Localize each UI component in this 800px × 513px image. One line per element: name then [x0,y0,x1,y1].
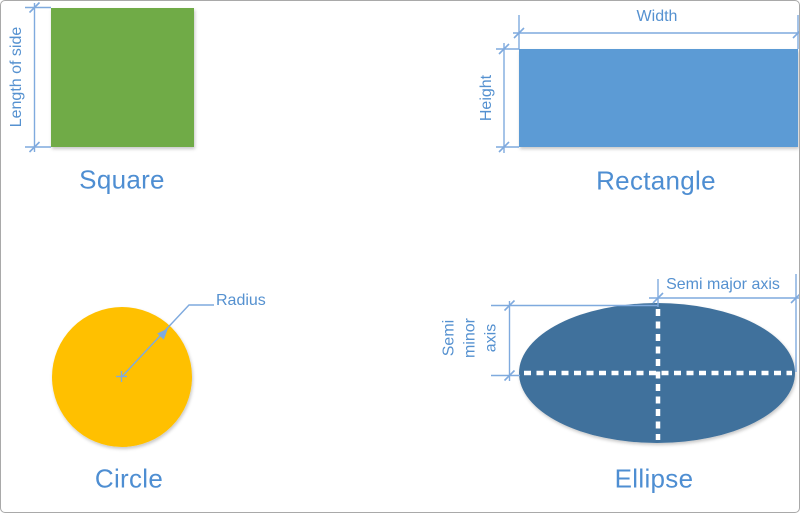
square-figure [25,1,194,153]
square-dimension-tick-bottom [28,141,41,153]
rectangle-label: Rectangle [596,165,716,196]
radius-arrowhead [157,328,168,340]
circle-figure [52,304,214,447]
square-dimension-tick-top [28,1,41,14]
radius-label: Radius [216,292,266,309]
rectangle-width-tick-right [792,30,799,39]
square-label: Square [79,164,165,195]
height-label: Height [478,74,495,122]
circle-label: Circle [94,463,164,494]
ellipse-minor-tick-top [503,299,516,312]
semi-minor-axis-label: Semi minor axis [440,318,500,359]
ellipse-major-tick-left [652,292,664,304]
ellipse-minor-tick-bottom [503,369,516,382]
ellipse-label: Ellipse [614,463,694,494]
rectangle-shape [519,49,798,147]
rectangle-figure [496,15,799,153]
ellipse-major-tick-right [790,293,799,304]
radius-leader-line [121,304,214,377]
width-label: Width [636,8,678,25]
ellipse-figure [491,274,799,443]
semi-major-axis-label: Semi major axis [666,276,780,293]
rectangle-height-tick-top [498,43,510,55]
square-shape [51,8,194,147]
length-of-side-label: Length of side [8,26,25,128]
rectangle-height-tick-bottom [498,141,510,153]
rectangle-width-tick-left [513,27,525,39]
